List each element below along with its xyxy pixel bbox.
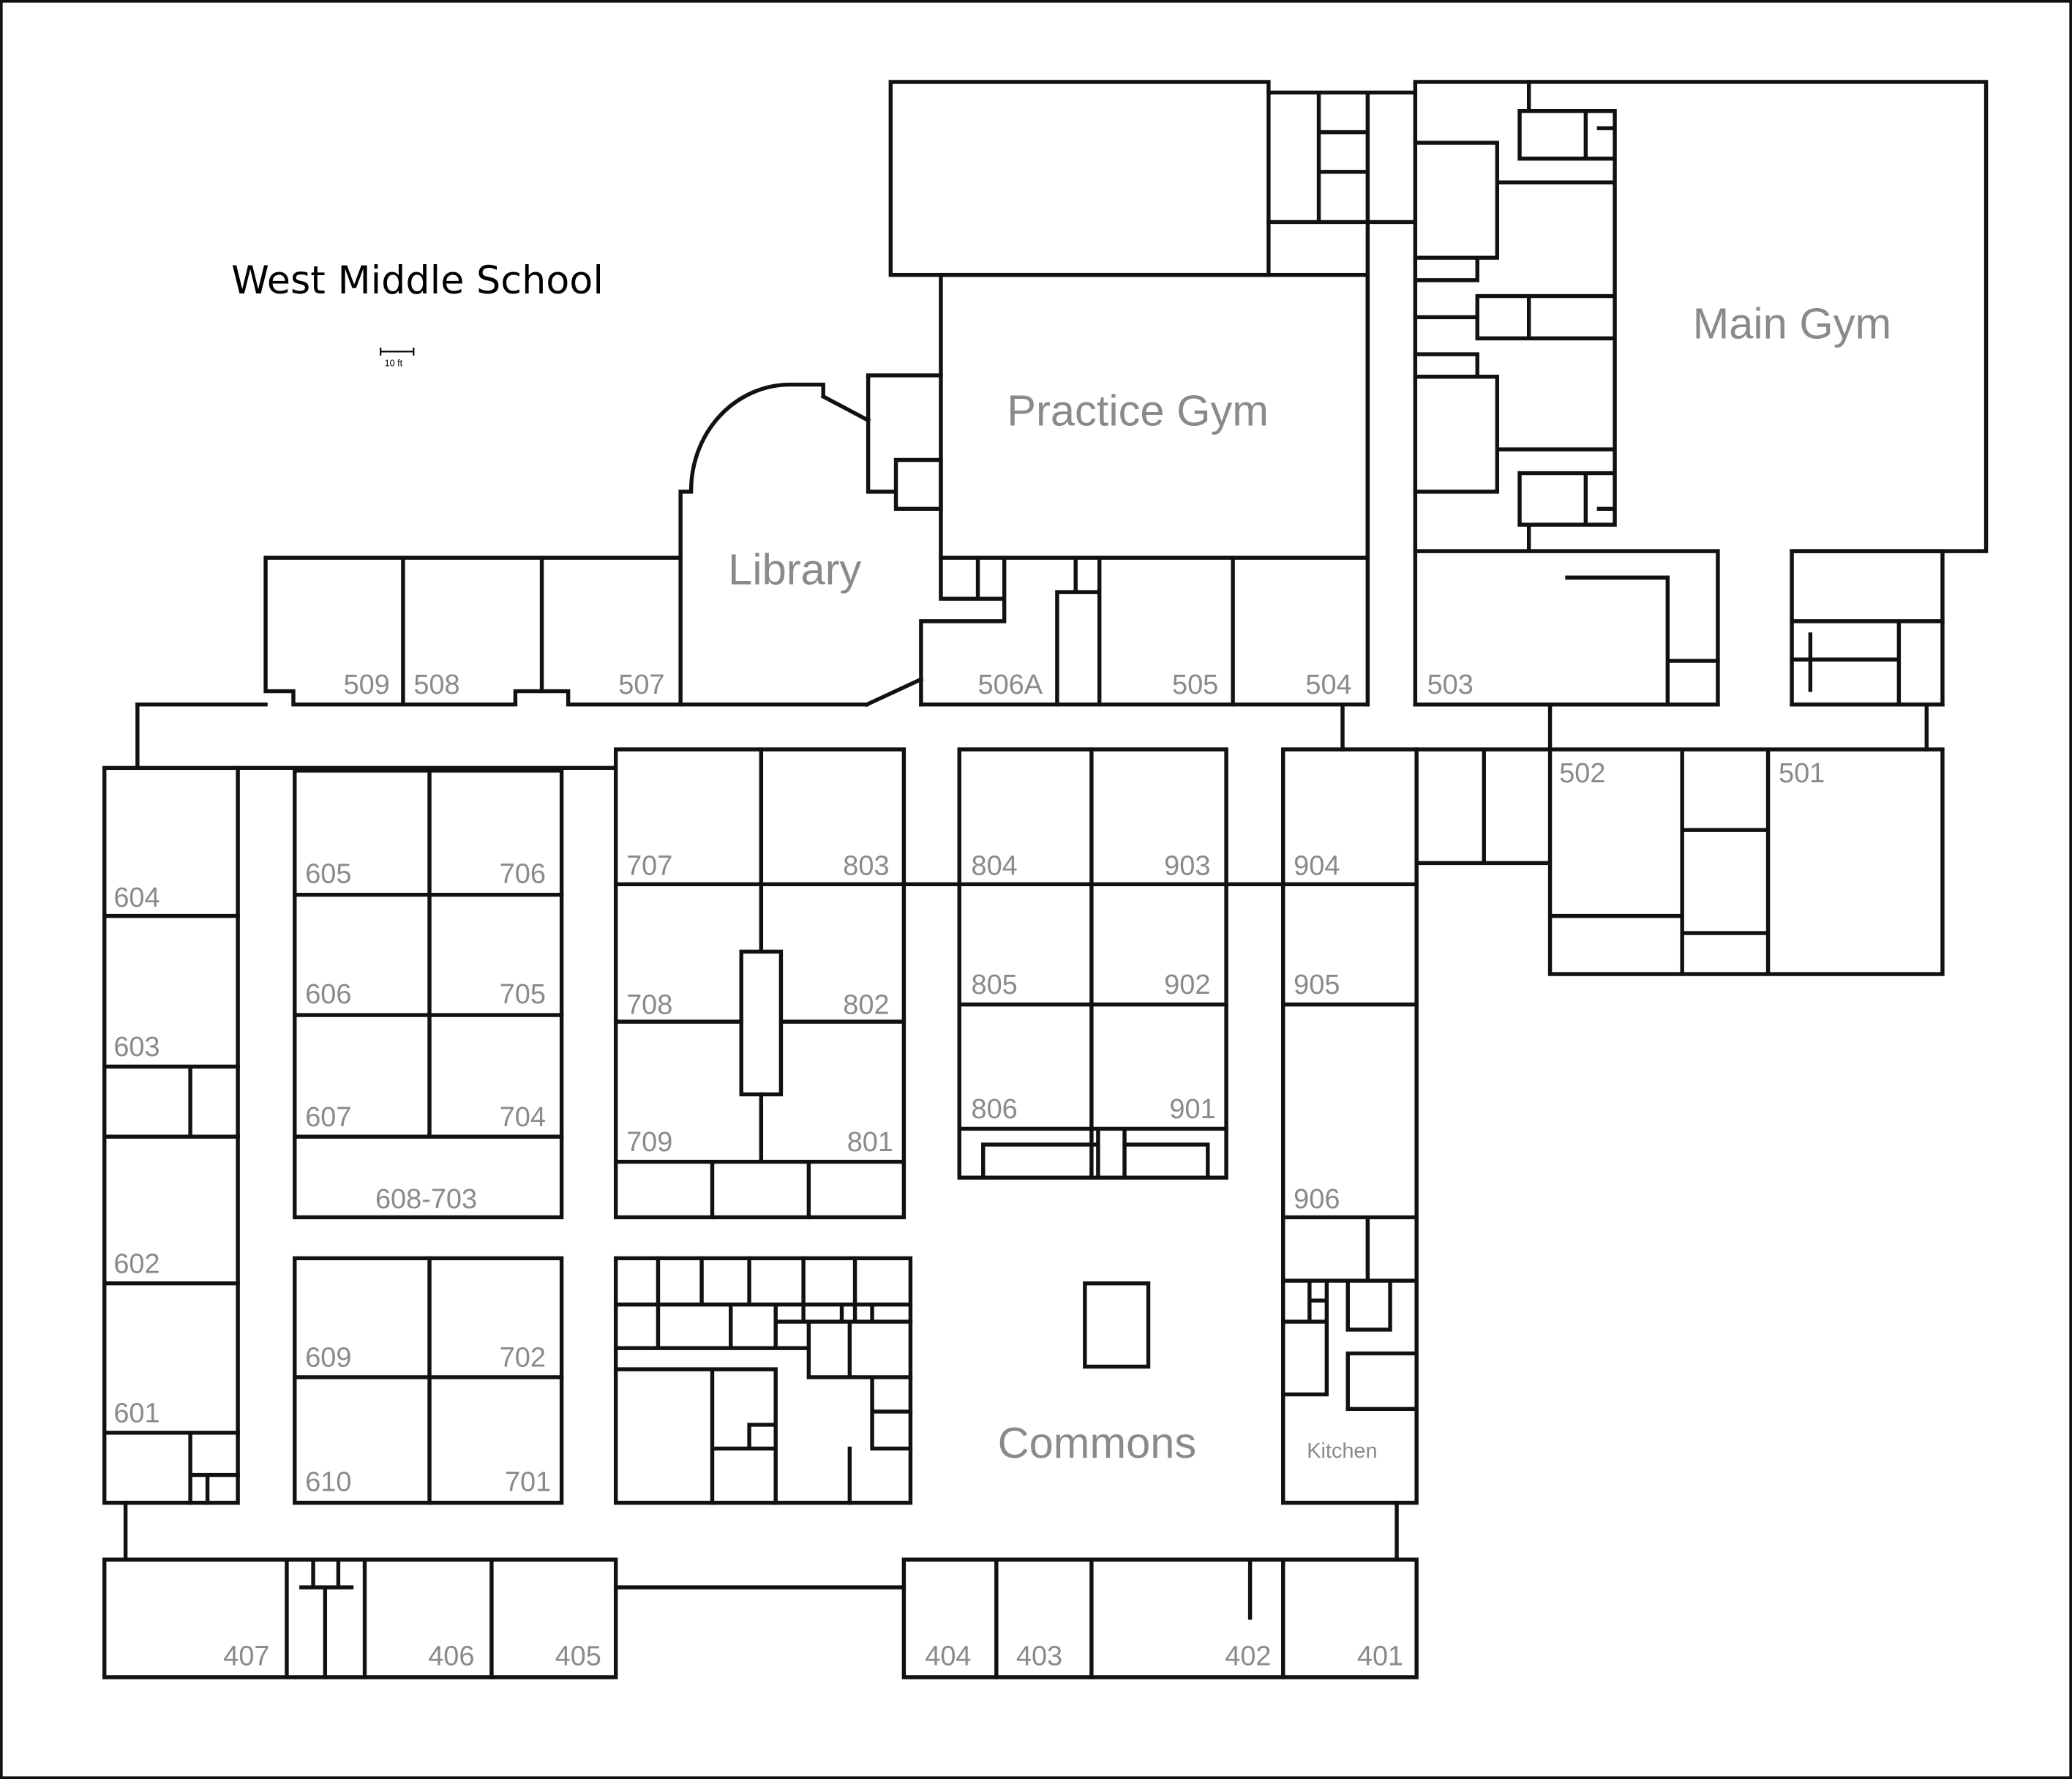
- room-label: 401: [1357, 1641, 1403, 1672]
- library-label: Library: [728, 544, 861, 593]
- room-label: 708: [626, 989, 672, 1020]
- room-label: 802: [843, 989, 889, 1020]
- room-label: 904: [1294, 851, 1340, 882]
- room-label: 702: [500, 1342, 546, 1373]
- walls: [102, 80, 1989, 1679]
- scale-bar: 10 ft: [380, 348, 415, 368]
- room-label: 508: [413, 670, 459, 700]
- room-label: 503: [1427, 670, 1474, 700]
- room-label: 502: [1559, 758, 1605, 789]
- room-label: 609: [305, 1342, 351, 1373]
- room-label: 706: [500, 858, 546, 889]
- map-title: West Middle School: [231, 258, 604, 303]
- room-label: 601: [113, 1398, 159, 1428]
- kitchen-label: Kitchen: [1307, 1439, 1377, 1463]
- room-label: 905: [1294, 970, 1340, 1000]
- room-label: 403: [1016, 1641, 1062, 1672]
- room-label: 402: [1225, 1641, 1271, 1672]
- room-label: 404: [925, 1641, 971, 1672]
- room-label: 806: [972, 1094, 1018, 1125]
- room-label: 607: [305, 1102, 351, 1133]
- room-label: 605: [305, 858, 351, 889]
- room-label: 407: [223, 1641, 269, 1672]
- room-label: 805: [972, 970, 1018, 1000]
- room-label: 610: [305, 1467, 351, 1497]
- room-label: 701: [505, 1467, 551, 1497]
- room-label: 801: [847, 1127, 893, 1158]
- room-label: 906: [1294, 1184, 1340, 1215]
- practice-gym-label: Practice Gym: [1007, 386, 1269, 435]
- room-label: 405: [555, 1641, 601, 1672]
- room-label: 903: [1164, 851, 1210, 882]
- room-label: 709: [626, 1127, 672, 1158]
- room-label: 804: [972, 851, 1018, 882]
- room-label: 707: [626, 851, 672, 882]
- room-label: 406: [428, 1641, 474, 1672]
- room-label: 803: [843, 851, 889, 882]
- room-label: 704: [500, 1102, 546, 1133]
- commons-label: Commons: [998, 1418, 1197, 1467]
- main-gym-label: Main Gym: [1693, 299, 1892, 348]
- room-label: 505: [1172, 670, 1218, 700]
- room-label: 902: [1164, 970, 1210, 1000]
- room-label: 501: [1779, 758, 1825, 789]
- room-label: 603: [113, 1032, 159, 1063]
- room-label: 705: [500, 979, 546, 1010]
- room-label: 504: [1305, 670, 1351, 700]
- room-label: 608-703: [375, 1184, 477, 1215]
- area-labels: Practice Gym Main Gym Library Commons Ki…: [728, 299, 1891, 1467]
- scale-label: 10 ft: [385, 358, 403, 368]
- room-label: 509: [344, 670, 390, 700]
- room-label: 602: [113, 1248, 159, 1279]
- room-labels: 509 508 507 506A 505 504 503 502 501 604…: [113, 670, 1825, 1671]
- room-label: 506A: [978, 670, 1043, 700]
- room-label: 604: [113, 883, 159, 913]
- room-label: 901: [1169, 1094, 1215, 1125]
- room-label: 606: [305, 979, 351, 1010]
- room-label: 507: [618, 670, 664, 700]
